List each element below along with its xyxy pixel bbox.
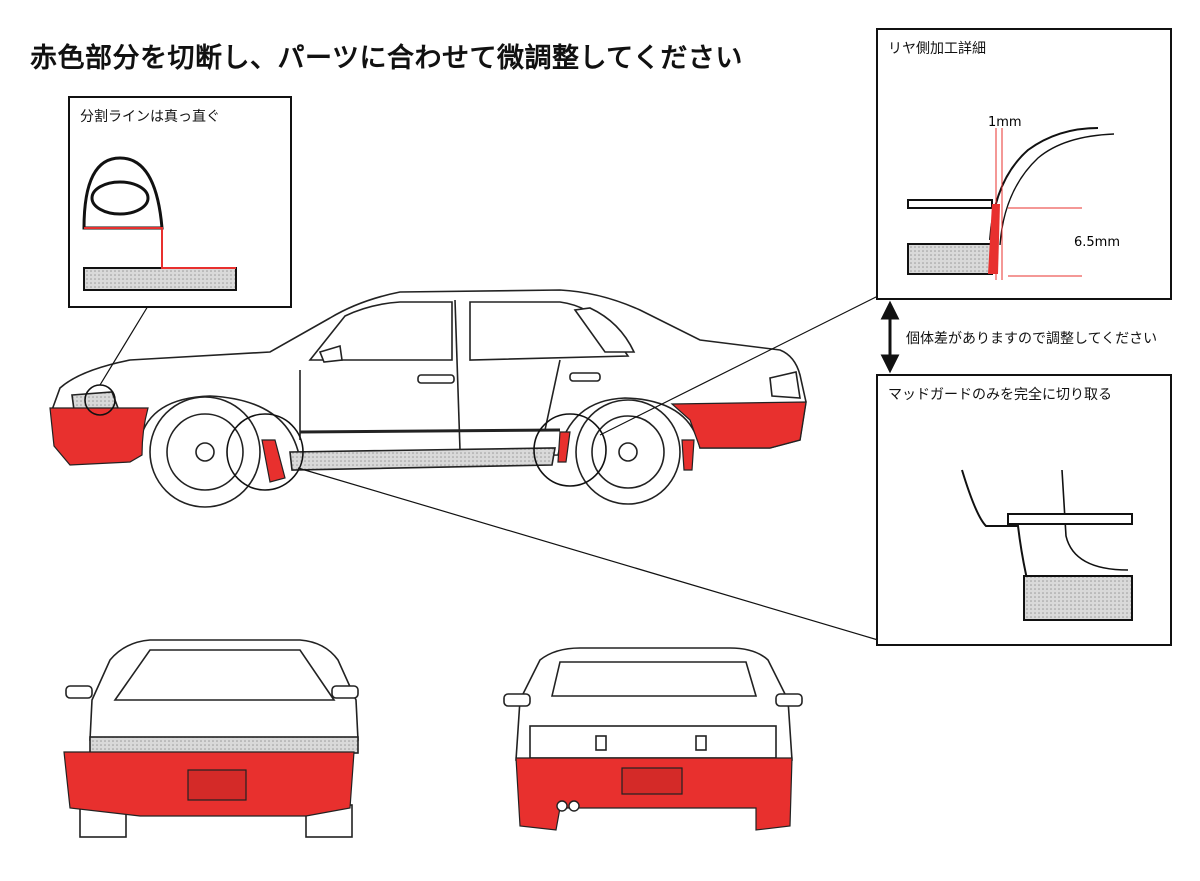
inset-rear-detail: リヤ側加工詳細 1mm 6.5mm bbox=[876, 28, 1172, 300]
car-side-view bbox=[51, 289, 807, 471]
exhaust-left bbox=[556, 800, 568, 812]
front-license-plate bbox=[187, 769, 247, 801]
front-view-lights bbox=[89, 736, 359, 754]
front-view-windshield bbox=[113, 649, 336, 701]
rear-mudguard-cut bbox=[557, 431, 571, 463]
front-view-mirror-right bbox=[331, 685, 359, 699]
rear-wheel-hub bbox=[618, 442, 638, 462]
dim-1mm: 1mm bbox=[988, 115, 1022, 130]
headlight bbox=[71, 391, 120, 411]
rear-view-mirror-right bbox=[775, 693, 803, 707]
door-handle-front bbox=[417, 374, 455, 384]
double-arrow bbox=[880, 300, 900, 374]
rocker-panel bbox=[289, 447, 556, 471]
adjust-note: 個体差がありますので調整してください bbox=[906, 331, 1158, 347]
rear-detail-drawing: 1mm 6.5mm bbox=[907, 115, 1120, 280]
front-bumper-cut bbox=[49, 407, 149, 466]
car-window-quarter bbox=[573, 307, 636, 353]
taillight bbox=[769, 371, 801, 399]
car-rear-view bbox=[503, 647, 803, 761]
rear-bumper-cut bbox=[670, 401, 807, 449]
callout-line-split bbox=[99, 305, 149, 386]
rear-flap-cut bbox=[681, 439, 695, 471]
b-pillar bbox=[454, 299, 461, 451]
inset-split-line-label: 分割ラインは真っ直ぐ bbox=[80, 109, 220, 125]
inset-mudguard-label: マッドガードのみを完全に切り取る bbox=[888, 387, 1112, 403]
door-handle-rear bbox=[569, 372, 601, 382]
rear-view-cut bbox=[515, 757, 793, 831]
cut-areas-side bbox=[49, 401, 807, 483]
callout-circle-front-mudguard bbox=[226, 413, 304, 491]
rear-detail-red-cut bbox=[988, 204, 1000, 274]
rear-view-window bbox=[550, 661, 758, 697]
callout-line-mudguard bbox=[297, 467, 879, 641]
front-view-mirror-left bbox=[65, 685, 93, 699]
rear-license-plate bbox=[621, 767, 683, 795]
front-wheel-hub bbox=[195, 442, 215, 462]
callout-line-rear-detail bbox=[599, 295, 879, 436]
callout-lines bbox=[99, 295, 879, 641]
dim-6-5mm: 6.5mm bbox=[1074, 235, 1120, 250]
mudguard-detail-drawing bbox=[961, 469, 1133, 621]
inset-split-line: 分割ラインは真っ直ぐ bbox=[68, 96, 292, 308]
exhaust-right bbox=[568, 800, 580, 812]
inset-mudguard: マッドガードのみを完全に切り取る bbox=[876, 374, 1172, 646]
door-line-rear bbox=[544, 359, 561, 431]
rear-view-lamp-right bbox=[695, 735, 707, 751]
front-view-cut bbox=[63, 751, 355, 817]
wheels bbox=[149, 396, 681, 508]
callout-circle-rear-mudguard bbox=[533, 413, 607, 487]
rear-view-mirror-left bbox=[503, 693, 531, 707]
side-molding bbox=[299, 428, 561, 434]
side-mirror bbox=[318, 344, 343, 363]
split-line-red bbox=[84, 227, 236, 269]
inset-rear-detail-label: リヤ側加工詳細 bbox=[888, 41, 986, 57]
page-title: 赤色部分を切断し、パーツに合わせて微調整してください bbox=[30, 43, 743, 74]
split-line-detail bbox=[82, 156, 237, 291]
front-mudguard-cut bbox=[261, 439, 286, 483]
rear-view-lamp-left bbox=[595, 735, 607, 751]
rear-view-taillights bbox=[529, 725, 777, 759]
car-window-front bbox=[308, 301, 453, 361]
exhaust bbox=[556, 800, 580, 812]
